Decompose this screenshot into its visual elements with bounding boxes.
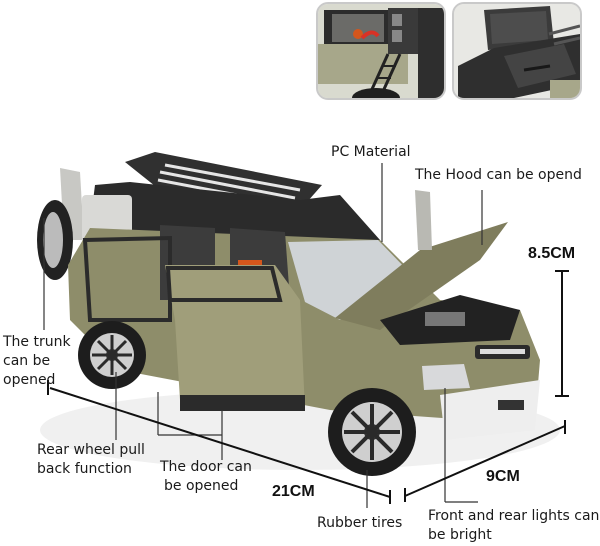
thumbnail-side-ladder bbox=[316, 2, 446, 100]
callout-trunk-line3: opened bbox=[3, 372, 56, 388]
thumbnail-roof-box bbox=[452, 2, 582, 100]
callout-pc-material: PC Material bbox=[331, 144, 411, 160]
dimension-length: 21CM bbox=[272, 483, 315, 500]
callout-trunk: The trunk can be opened bbox=[3, 333, 71, 390]
callout-trunk-line1: The trunk bbox=[3, 334, 71, 350]
callout-rear-wheel-line2: back function bbox=[37, 461, 132, 477]
callout-lights-line1: Front and rear lights can bbox=[428, 508, 600, 524]
callout-lights-line2: be bright bbox=[428, 527, 492, 543]
callout-rubber-tires: Rubber tires bbox=[317, 515, 403, 531]
callout-door-line1: The door can bbox=[160, 459, 252, 475]
ladder-detail-image bbox=[318, 4, 444, 98]
callout-lights: Front and rear lights can be bright bbox=[428, 507, 599, 545]
callout-rear-wheel: Rear wheel pull back function bbox=[37, 441, 145, 479]
roof-box-detail-image bbox=[454, 4, 580, 98]
callout-door-line2: be opened bbox=[164, 478, 239, 494]
dimension-width: 9CM bbox=[486, 468, 520, 485]
dimension-height: 8.5CM bbox=[528, 245, 576, 262]
callout-rear-wheel-line1: Rear wheel pull bbox=[37, 442, 145, 458]
callout-lines bbox=[43, 163, 483, 508]
callout-door: The door can be opened bbox=[160, 458, 252, 496]
dimension-lines bbox=[47, 270, 569, 504]
callout-hood: The Hood can be opend bbox=[415, 167, 582, 183]
callout-trunk-line2: can be bbox=[3, 353, 51, 369]
